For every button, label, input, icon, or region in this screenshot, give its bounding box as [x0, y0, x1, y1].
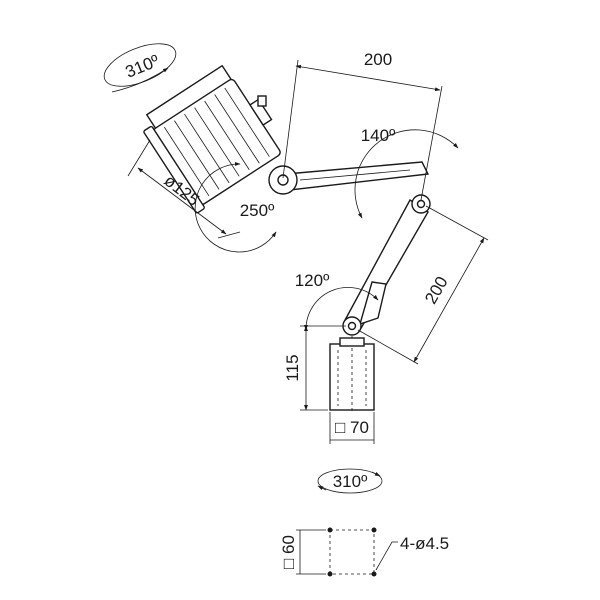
upper-arm-length-label: 200 [364, 50, 392, 69]
shoulder-angle-dimension: 120º [295, 271, 379, 331]
base-height-dimension: 115 [283, 325, 346, 411]
switch-icon [257, 95, 267, 107]
mounting-hole-pattern: □ 60 4-ø4.5 [279, 527, 449, 577]
base-rotation-symbol: 310º [317, 468, 383, 494]
base [329, 336, 375, 412]
base-height-label: 115 [283, 354, 302, 381]
head-tilt-dimension: 250º [194, 161, 277, 253]
upper-arm [285, 161, 430, 191]
mount-square-label: □ 60 [279, 535, 298, 569]
shoulder-angle-label: 120º [295, 271, 330, 290]
lamp-head [143, 65, 281, 214]
mount-holes-label: 4-ø4.5 [400, 534, 449, 553]
head-rotation-label: 310º [123, 51, 162, 82]
base-rotation-label: 310º [333, 472, 368, 491]
head-tilt-label: 250º [240, 201, 275, 220]
lower-arm-length-label: 200 [421, 273, 452, 307]
elbow-angle-dimension: 140º [354, 126, 459, 219]
elbow-angle-label: 140º [361, 126, 396, 145]
head-rotation-symbol: 310º [103, 43, 177, 93]
base-width-label: □ 70 [335, 418, 369, 437]
elbow-joint [411, 194, 431, 214]
upper-arm-length-dimension: 200 [282, 50, 443, 201]
lower-arm [343, 198, 429, 331]
base-width-dimension: □ 70 [329, 412, 375, 444]
head-joint [268, 165, 298, 195]
